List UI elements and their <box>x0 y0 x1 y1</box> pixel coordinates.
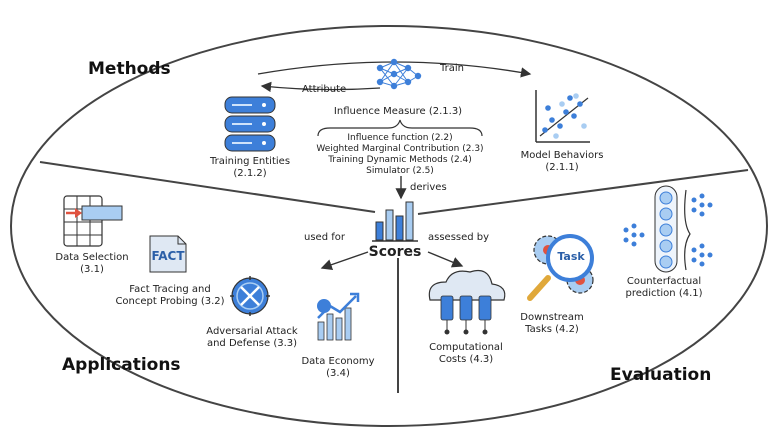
fact-tracing-label: Fact Tracing and <box>129 284 211 295</box>
used-for-label: used for <box>304 232 345 243</box>
counterfactual-prediction-label: prediction (4.1) <box>625 288 703 299</box>
downstream-label: Downstream <box>520 312 584 323</box>
method-influence-function: Influence function (2.2) <box>347 133 453 143</box>
influence-measure-label: Influence Measure (2.1.3) <box>333 106 463 117</box>
downstream-tasks-label: Tasks (4.2) <box>525 324 579 335</box>
task-gears-icon <box>527 234 594 301</box>
counterfactual-network-small-3 <box>691 243 713 267</box>
method-training-dynamic: Training Dynamic Methods (2.4) <box>328 155 472 165</box>
adversarial-label: Adversarial Attack <box>206 326 298 337</box>
computational-costs-label: Costs (4.3) <box>438 354 494 365</box>
attribute-label: Attribute <box>302 84 347 95</box>
training-entities-label: Training Entities <box>209 156 291 167</box>
model-behaviors-section: (2.1.1) <box>545 162 579 173</box>
method-simulator: Simulator (2.5) <box>366 166 434 176</box>
train-label: Train <box>440 63 464 74</box>
model-behaviors-label: Model Behaviors <box>520 150 604 161</box>
assessed-by-label: assessed by <box>428 232 490 243</box>
outer-ellipse <box>10 25 768 427</box>
scores-bar-icon <box>372 201 418 242</box>
method-weighted-marginal: Weighted Marginal Contribution (2.3) <box>316 144 484 154</box>
data-selection-section: (3.1) <box>80 264 104 275</box>
neural-network-nodes <box>376 58 422 90</box>
methods-brace <box>317 119 483 137</box>
fact-document-icon <box>149 235 187 273</box>
attribute-arrow <box>260 81 381 93</box>
data-economy-icon <box>317 292 360 341</box>
data-selection-label: Data Selection <box>55 252 129 263</box>
data-economy-section: (3.4) <box>326 368 350 379</box>
computational-cloud-icon <box>428 269 506 335</box>
neural-network-icon <box>379 61 419 87</box>
training-entities-section: (2.1.2) <box>233 168 267 179</box>
scatter-plot-icon <box>535 90 590 143</box>
divider-right <box>417 169 749 215</box>
counterfactual-label: Counterfactual <box>626 276 702 287</box>
task-icon-text: Task <box>557 250 585 263</box>
evaluation-title: Evaluation <box>610 365 712 385</box>
adversarial-shield-icon <box>230 276 270 316</box>
used-for-arrow <box>320 251 369 271</box>
divider-left <box>39 161 376 213</box>
scores-label: Scores <box>368 244 422 260</box>
assessed-by-arrow <box>427 251 464 268</box>
methods-title: Methods <box>88 59 171 79</box>
derives-label: derives <box>410 182 447 193</box>
applications-title: Applications <box>62 355 181 375</box>
data-economy-label: Data Economy <box>301 356 375 367</box>
fact-icon-text: FACT <box>151 249 185 263</box>
concept-probing-label: Concept Probing (3.2) <box>115 296 225 307</box>
adversarial-defense-label: and Defense (3.3) <box>206 338 298 349</box>
data-selection-icon <box>63 195 123 247</box>
computational-label: Computational <box>429 342 503 353</box>
counterfactual-icon <box>654 185 691 273</box>
counterfactual-network-small-1 <box>623 223 645 247</box>
counterfactual-network-small-2 <box>691 193 713 217</box>
database-icon <box>224 96 276 152</box>
